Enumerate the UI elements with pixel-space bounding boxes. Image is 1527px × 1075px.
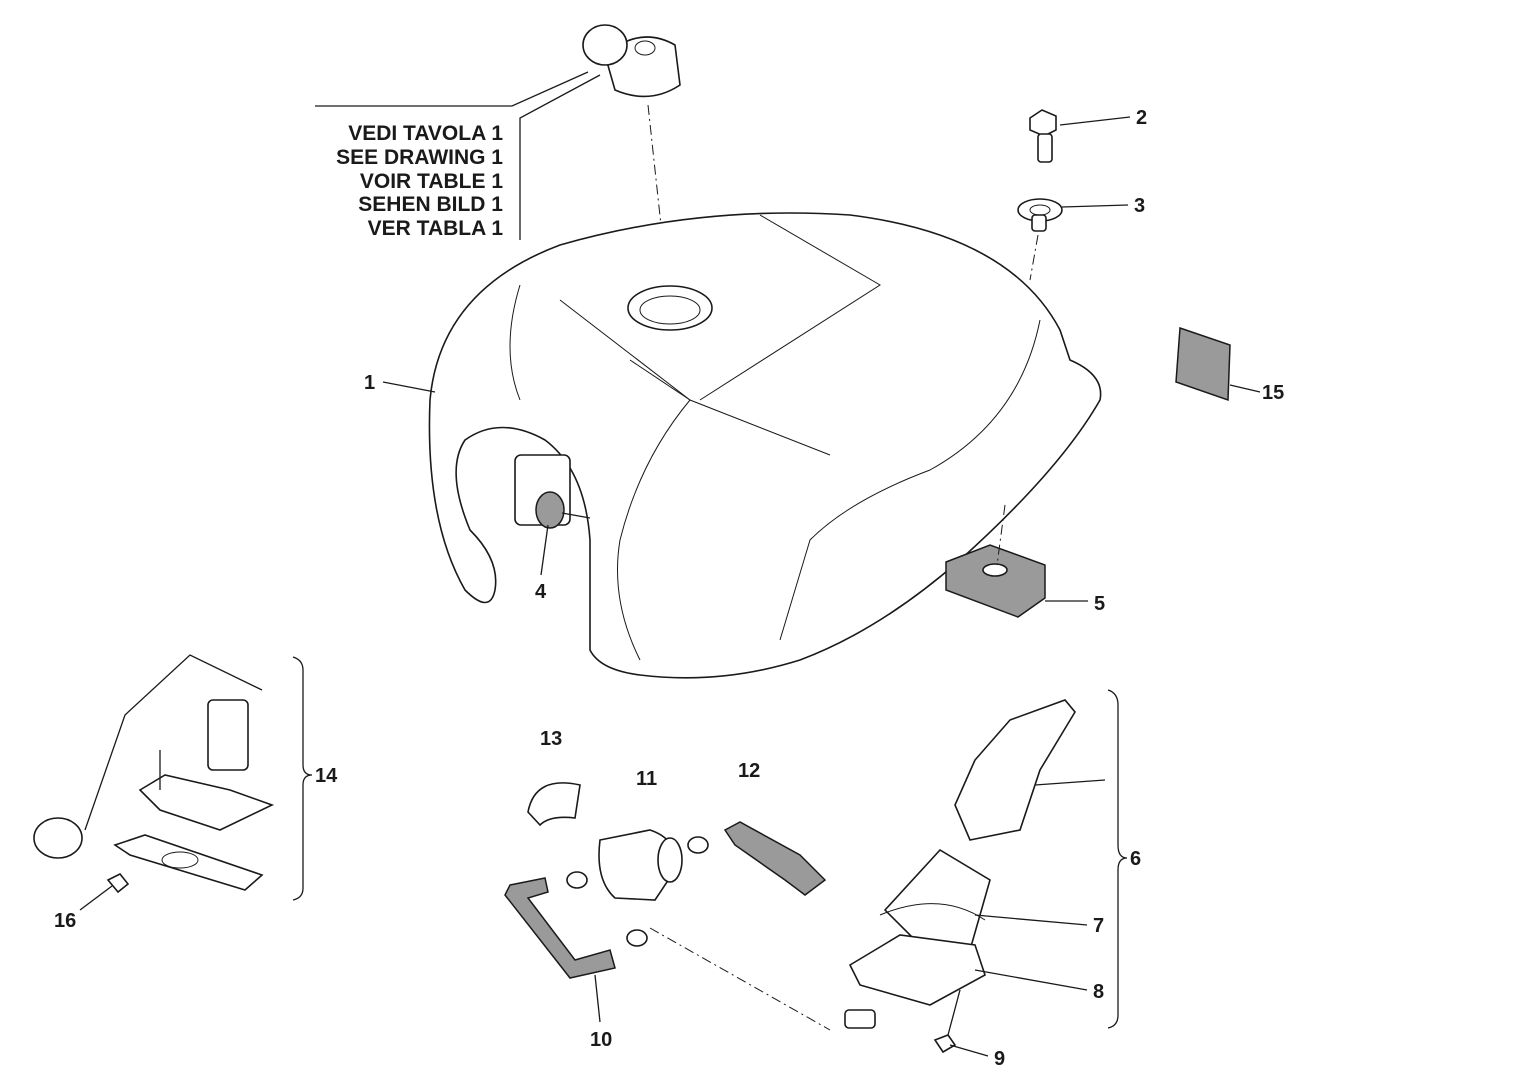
callout-9: 9	[994, 1048, 1005, 1070]
callout-3: 3	[1134, 195, 1145, 217]
bracket-14	[292, 656, 313, 901]
leader-lines	[79, 116, 1261, 1057]
note-line-es: VER TABLA 1	[368, 217, 504, 240]
bolt	[1029, 109, 1057, 163]
callout-5: 5	[1094, 593, 1105, 615]
bracket-6	[1107, 689, 1128, 1029]
hose-clip	[626, 929, 648, 947]
callout-11: 11	[636, 768, 657, 790]
callout-12: 12	[738, 760, 760, 782]
note-line-it: VEDI TAVOLA 1	[348, 122, 503, 145]
note-line-fr: VOIR TABLE 1	[360, 170, 503, 193]
washer	[1017, 198, 1063, 232]
fuel-level-sender	[33, 654, 275, 894]
reference-note: VEDI TAVOLA 1 SEE DRAWING 1 VOIR TABLE 1…	[315, 71, 601, 240]
rubber-pad	[945, 544, 1046, 618]
fuel-filter	[598, 829, 683, 901]
hose	[504, 877, 616, 979]
callout-8: 8	[1093, 981, 1104, 1003]
note-line-de: SEHEN BILD 1	[358, 193, 503, 216]
fuel-pump	[844, 699, 1076, 1054]
callout-2: 2	[1136, 107, 1147, 129]
hose	[723, 821, 827, 896]
hose-clip	[687, 836, 709, 854]
callout-10: 10	[590, 1029, 612, 1051]
fuel-cap	[582, 24, 681, 98]
callout-6: 6	[1130, 848, 1141, 870]
callout-4: 4	[535, 581, 547, 603]
clamp	[527, 782, 581, 827]
callout-1: 1	[364, 372, 375, 394]
callout-14: 14	[315, 765, 338, 787]
fuel-tank	[428, 212, 1102, 679]
callout-16: 16	[54, 910, 76, 932]
callout-13: 13	[540, 728, 562, 750]
hose-clip	[566, 871, 588, 889]
callout-15: 15	[1262, 382, 1284, 404]
callout-7: 7	[1093, 915, 1104, 937]
note-line-en: SEE DRAWING 1	[336, 146, 503, 169]
label-sticker	[1175, 326, 1231, 402]
